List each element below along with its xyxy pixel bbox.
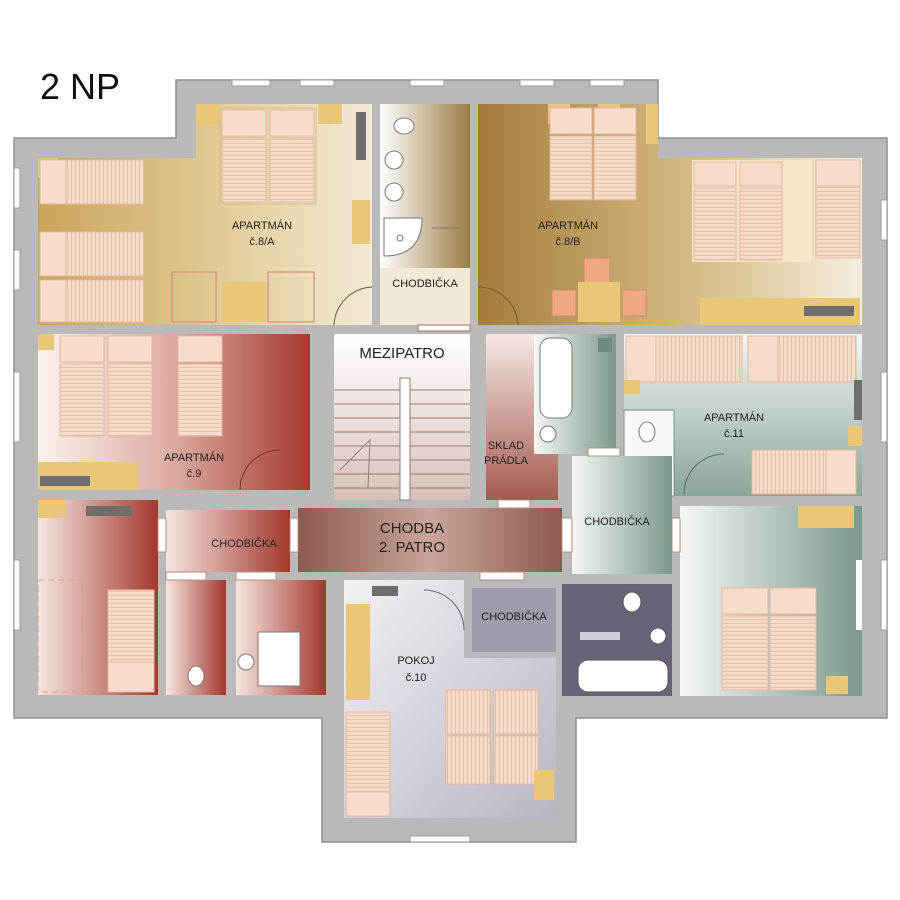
apartment-8a[interactable] [38, 104, 373, 326]
apt-11-label-line1: APARTMÁN [704, 411, 764, 424]
hall-label-line1: CHODBA [380, 520, 444, 537]
corridor-right-label: CHODBIČKA [584, 515, 650, 528]
room-10[interactable] [344, 580, 556, 818]
apt-8a-label-line2: č.8/A [249, 236, 275, 248]
wc-left [166, 580, 326, 695]
linen-label-line2: PRÁDLA [484, 454, 529, 467]
apt-9-label-line2: č.9 [187, 468, 202, 480]
room-10-label-line2: č.10 [406, 672, 427, 684]
main-hall[interactable]: CHODBA 2. PATRO [298, 508, 562, 572]
corridor-top[interactable]: CHODBIČKA [380, 268, 470, 325]
windows [13, 79, 888, 843]
apt-8b-label-line1: APARTMÁN [538, 219, 598, 232]
apt-9-label-line1: APARTMÁN [164, 451, 224, 464]
apt-11-label-line2: č.11 [724, 428, 744, 440]
corridor-right[interactable]: CHODBIČKA [572, 456, 672, 574]
corridor-top-label: CHODBIČKA [392, 277, 458, 290]
corridor-bottom-label: CHODBIČKA [481, 610, 547, 623]
stairwell: MEZIPATRO [334, 334, 470, 501]
doors [157, 447, 681, 581]
bathroom-green [534, 334, 616, 454]
apartment-11-bedroom [680, 506, 862, 696]
apartment-8b[interactable] [477, 104, 862, 326]
bathroom-top [380, 104, 470, 268]
linen-label-line1: SKLAD [488, 440, 524, 452]
corridor-left[interactable]: CHODBIČKA [166, 510, 290, 572]
bathroom-purple [562, 584, 672, 696]
corridor-bottom[interactable]: CHODBIČKA [472, 588, 556, 652]
apt-8b-label-line2: č.8/B [555, 236, 580, 248]
floor-title: 2 NP [40, 66, 121, 107]
apartment-9[interactable] [38, 334, 310, 491]
hall-label-line2: 2. PATRO [379, 539, 445, 556]
room-10-label-line1: POKOJ [397, 655, 434, 667]
landing-label: MEZIPATRO [359, 345, 444, 362]
corridor-left-label: CHODBIČKA [211, 537, 277, 550]
apt-8a-label-line1: APARTMÁN [232, 219, 292, 232]
apartment-9-bedroom [37, 500, 158, 695]
